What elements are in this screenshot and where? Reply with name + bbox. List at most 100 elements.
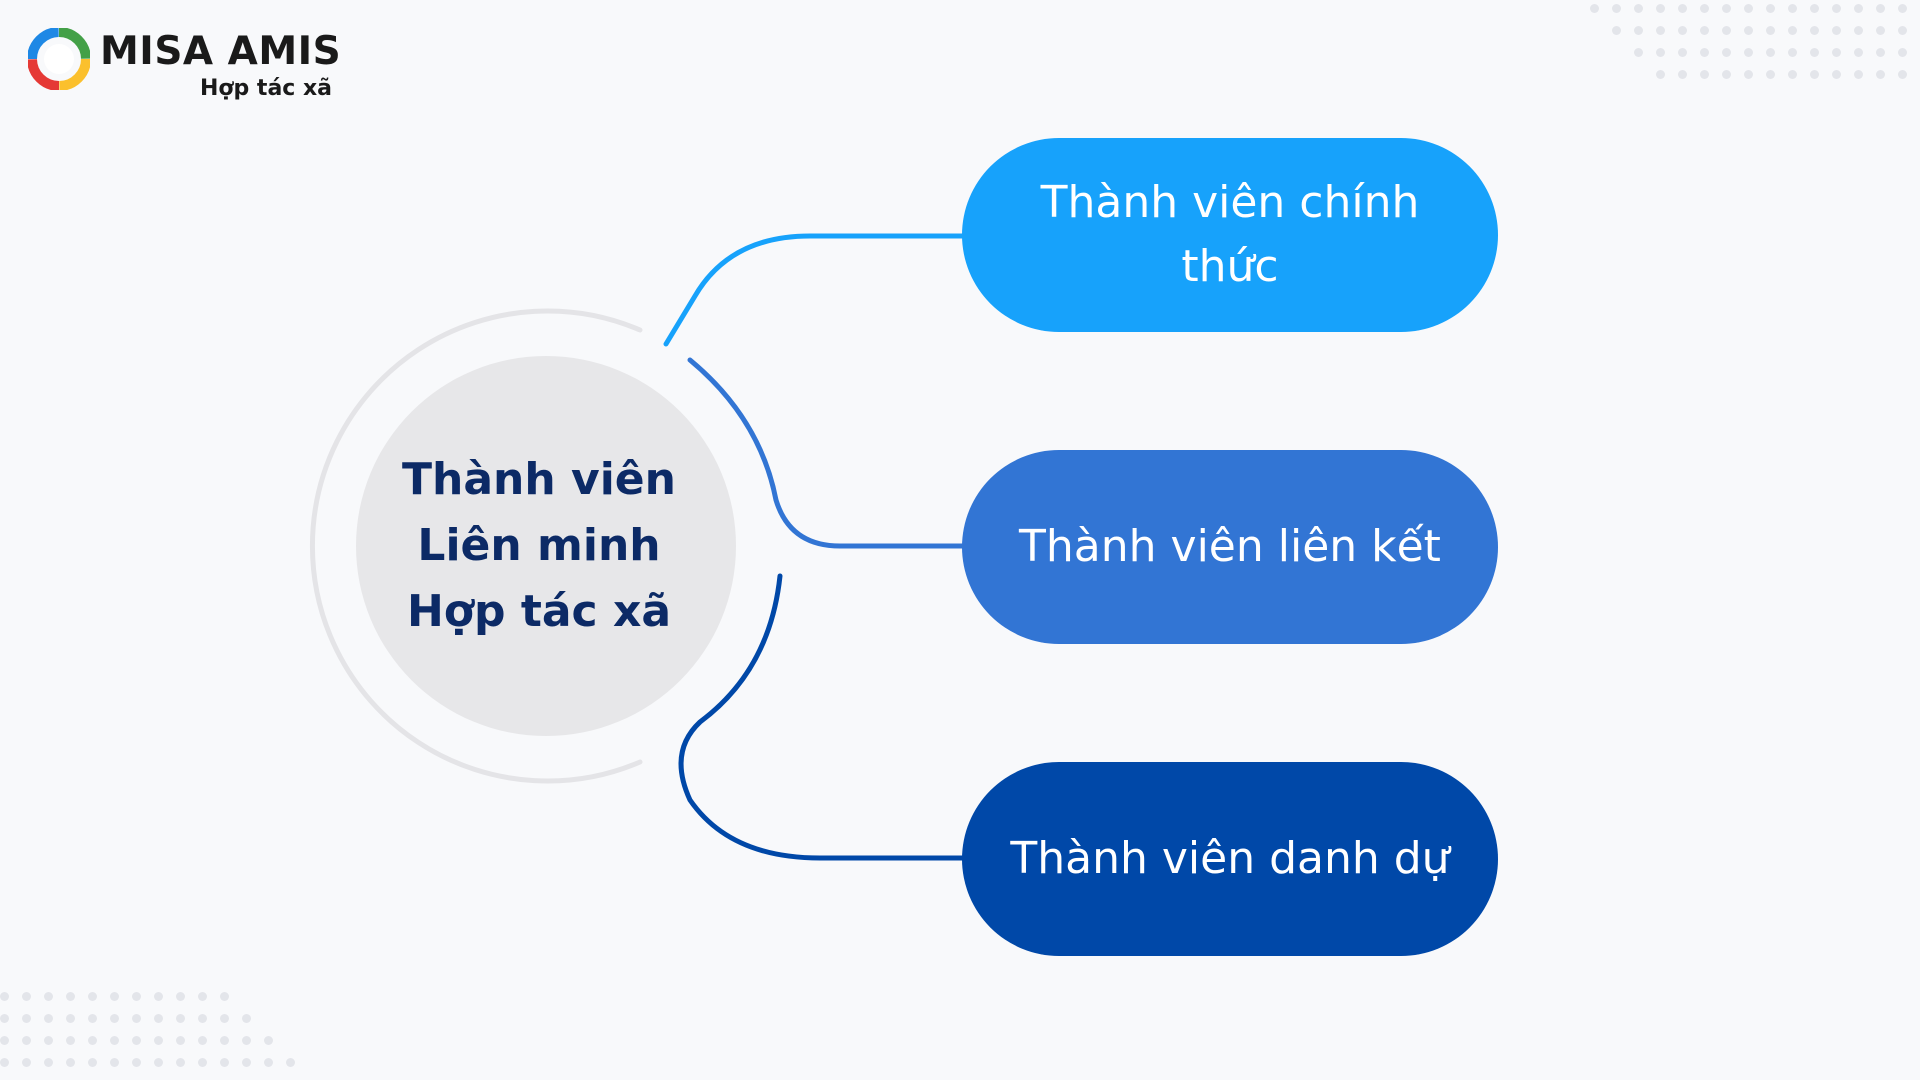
decorative-dot — [1656, 70, 1665, 79]
center-title: Thành viên Liên minh Hợp tác xã — [402, 454, 676, 637]
decorative-dots-top — [1590, 4, 1920, 92]
decorative-dot — [1634, 48, 1643, 57]
decorative-dot — [1766, 4, 1775, 13]
decorative-dots-bottom — [0, 992, 308, 1080]
decorative-dot — [44, 1058, 53, 1067]
decorative-dot — [264, 1058, 273, 1067]
decorative-dot — [1876, 48, 1885, 57]
decorative-dot — [1634, 4, 1643, 13]
decorative-dot — [198, 1058, 207, 1067]
decorative-dot — [1766, 26, 1775, 35]
decorative-dot — [1854, 4, 1863, 13]
decorative-dot — [1590, 4, 1599, 13]
decorative-dot — [0, 992, 9, 1001]
branch-label-associate-member: Thành viên liên kết — [1019, 521, 1441, 572]
decorative-dot — [22, 1036, 31, 1045]
decorative-dot — [1656, 4, 1665, 13]
decorative-dot — [1832, 4, 1841, 13]
decorative-dot — [88, 1058, 97, 1067]
decorative-dot — [176, 1036, 185, 1045]
decorative-dot — [154, 1036, 163, 1045]
decorative-dot — [1766, 70, 1775, 79]
decorative-dot — [1898, 48, 1907, 57]
decorative-dot — [44, 1014, 53, 1023]
decorative-dot — [1788, 26, 1797, 35]
decorative-dot — [44, 992, 53, 1001]
misa-amis-logo-icon — [28, 28, 90, 90]
decorative-dot — [1788, 70, 1797, 79]
decorative-dot — [176, 1058, 185, 1067]
decorative-dot — [1612, 4, 1621, 13]
decorative-dot — [1700, 26, 1709, 35]
decorative-dot — [1700, 4, 1709, 13]
branch-node-official-member: Thành viên chính thức — [962, 138, 1498, 332]
decorative-dot — [1744, 48, 1753, 57]
decorative-dot — [1678, 48, 1687, 57]
decorative-dot — [88, 1014, 97, 1023]
decorative-dot — [220, 1036, 229, 1045]
decorative-dot — [44, 1036, 53, 1045]
decorative-dot — [1876, 4, 1885, 13]
decorative-dot — [66, 1014, 75, 1023]
decorative-dot — [242, 1058, 251, 1067]
decorative-dot — [22, 1014, 31, 1023]
decorative-dot — [1810, 70, 1819, 79]
decorative-dot — [1810, 26, 1819, 35]
decorative-dot — [1656, 48, 1665, 57]
decorative-dot — [154, 992, 163, 1001]
decorative-dot — [1744, 26, 1753, 35]
decorative-dot — [1898, 70, 1907, 79]
decorative-dot — [1876, 26, 1885, 35]
decorative-dot — [132, 1014, 141, 1023]
decorative-dot — [66, 992, 75, 1001]
decorative-dot — [1788, 4, 1797, 13]
decorative-dot — [88, 1036, 97, 1045]
decorative-dot — [220, 1058, 229, 1067]
decorative-dot — [242, 1014, 251, 1023]
decorative-dot — [110, 1058, 119, 1067]
decorative-dot — [1700, 48, 1709, 57]
decorative-dot — [1656, 26, 1665, 35]
decorative-dot — [1832, 48, 1841, 57]
decorative-dot — [1854, 26, 1863, 35]
decorative-dot — [132, 1036, 141, 1045]
decorative-dot — [132, 992, 141, 1001]
decorative-dot — [0, 1014, 9, 1023]
decorative-dot — [286, 1058, 295, 1067]
decorative-dot — [1744, 70, 1753, 79]
decorative-dot — [132, 1058, 141, 1067]
decorative-dot — [1612, 26, 1621, 35]
decorative-dot — [242, 1036, 251, 1045]
decorative-dot — [198, 1036, 207, 1045]
decorative-dot — [1854, 70, 1863, 79]
decorative-dot — [1766, 48, 1775, 57]
decorative-dot — [1788, 48, 1797, 57]
decorative-dot — [176, 992, 185, 1001]
outer-ring — [310, 308, 643, 784]
decorative-dot — [66, 1058, 75, 1067]
decorative-dot — [154, 1058, 163, 1067]
decorative-dot — [1898, 26, 1907, 35]
decorative-dot — [176, 1014, 185, 1023]
branch-node-honorary-member: Thành viên danh dự — [962, 762, 1498, 956]
brand-subtitle: Hợp tác xã — [200, 76, 333, 101]
decorative-dot — [110, 992, 119, 1001]
decorative-dot — [264, 1036, 273, 1045]
decorative-dot — [1722, 70, 1731, 79]
brand-name: MISA AMIS — [100, 29, 342, 74]
decorative-dot — [110, 1014, 119, 1023]
decorative-dot — [1898, 4, 1907, 13]
decorative-dot — [198, 992, 207, 1001]
decorative-dot — [1700, 70, 1709, 79]
decorative-dot — [0, 1036, 9, 1045]
decorative-dot — [110, 1036, 119, 1045]
decorative-dot — [1876, 70, 1885, 79]
decorative-dot — [1678, 70, 1687, 79]
decorative-dot — [1722, 26, 1731, 35]
decorative-dot — [1678, 26, 1687, 35]
decorative-dot — [1722, 4, 1731, 13]
decorative-dot — [1810, 48, 1819, 57]
decorative-dot — [1722, 48, 1731, 57]
decorative-dot — [1678, 4, 1687, 13]
decorative-dot — [1832, 26, 1841, 35]
